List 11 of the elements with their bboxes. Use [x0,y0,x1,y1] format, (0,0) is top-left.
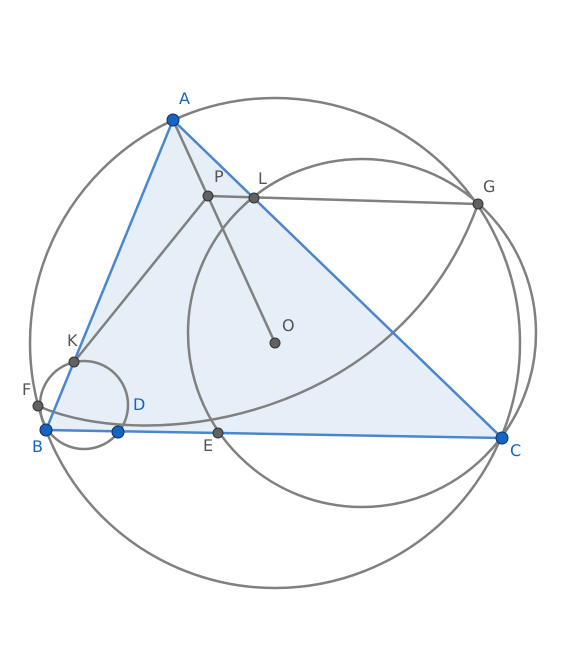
point-label: K [67,332,78,350]
point-label: O [282,317,295,335]
point-label: E [203,437,214,455]
point-label: G [483,178,496,196]
point-label: C [510,442,522,460]
point-label: B [32,438,43,456]
point-label: P [214,168,224,186]
point-label: L [258,170,267,188]
point-label: A [179,90,190,108]
point-label: F [22,381,32,399]
point-label: D [133,396,146,414]
